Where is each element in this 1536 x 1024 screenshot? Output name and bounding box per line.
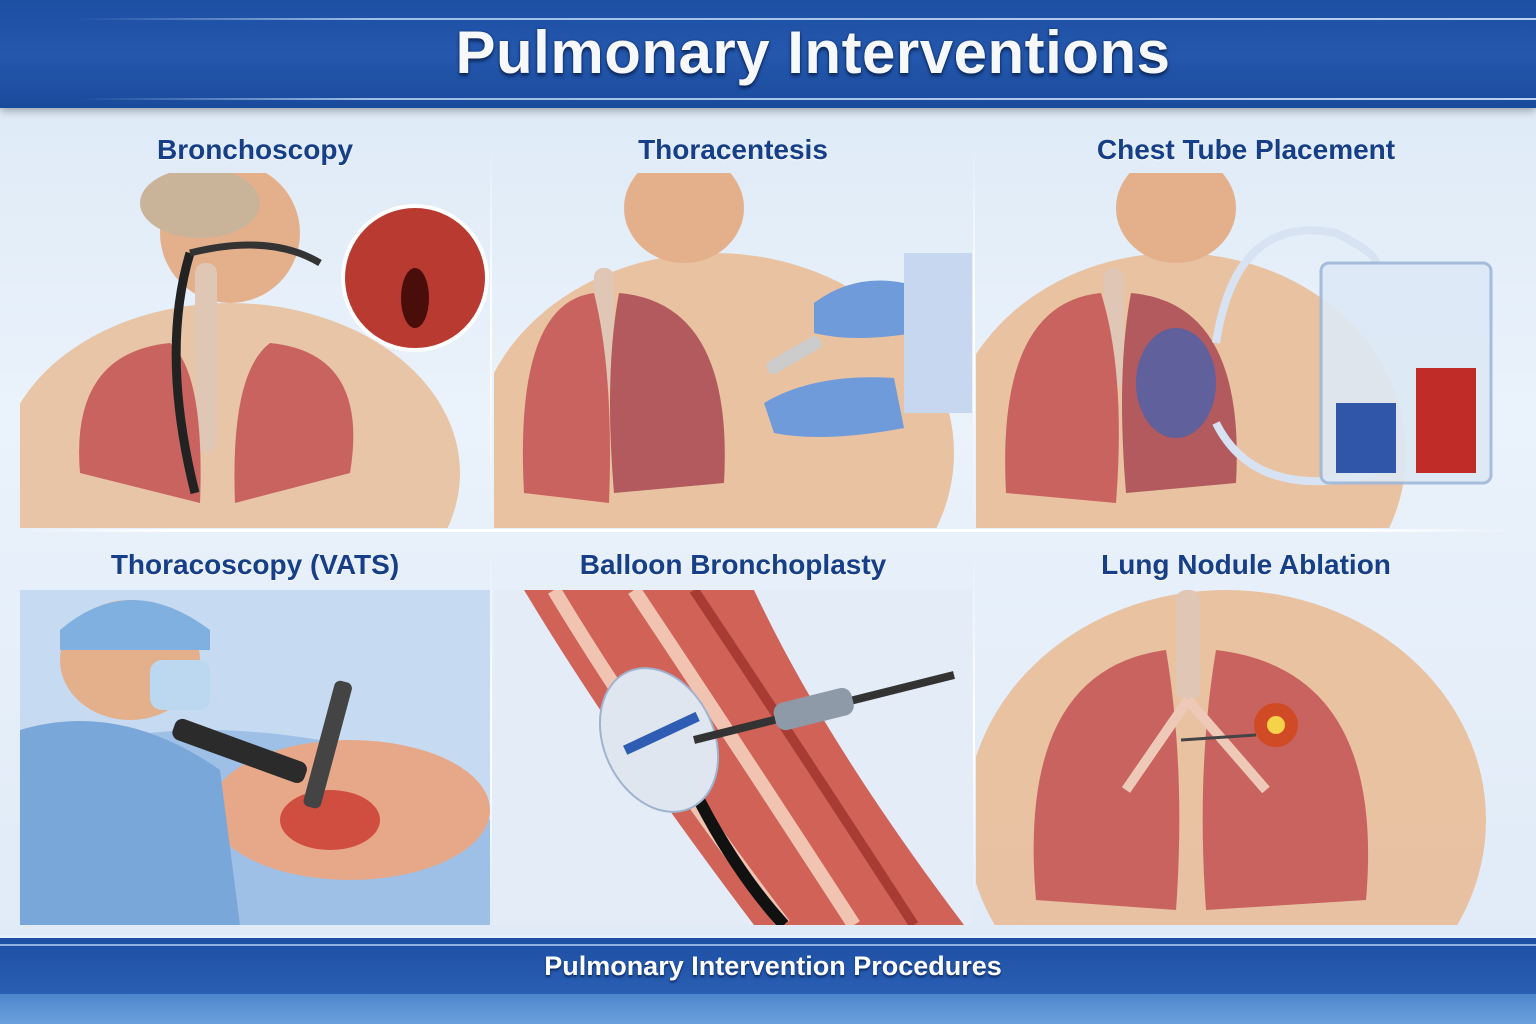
lung-nodule-ablation-illustration xyxy=(976,590,1516,925)
panel-title: Thoracentesis xyxy=(638,134,828,165)
panel-title: Balloon Bronchoplasty xyxy=(579,549,887,580)
panel-title: Bronchoscopy xyxy=(156,134,354,165)
row-divider xyxy=(20,529,1516,532)
divider xyxy=(973,550,975,920)
panel-title: Thoracoscopy (VATS) xyxy=(110,549,400,580)
panel-title: Lung Nodule Ablation xyxy=(1101,549,1391,580)
footer-banner: Pulmonary Intervention Procedures xyxy=(0,935,1536,997)
page-title: Pulmonary Interventions xyxy=(455,19,1171,86)
balloon-bronchoplasty-illustration xyxy=(494,590,972,925)
header-banner: Pulmonary Interventions xyxy=(0,0,1536,108)
header-line-top xyxy=(80,18,1536,20)
chest-tube-illustration xyxy=(976,173,1516,528)
bottom-band xyxy=(0,994,1536,1024)
panel-thoracoscopy: Thoracoscopy (VATS) xyxy=(20,535,490,925)
thoracentesis-illustration xyxy=(494,173,972,528)
header-line-bottom xyxy=(80,98,1536,100)
panel-title: Chest Tube Placement xyxy=(1096,134,1396,165)
panel-bronchoscopy: Bronchoscopy xyxy=(20,118,490,528)
panel-chest-tube: Chest Tube Placement xyxy=(976,118,1516,528)
panel-lung-nodule-ablation: Lung Nodule Ablation xyxy=(976,535,1516,925)
panel-thoracentesis: Thoracentesis xyxy=(494,118,972,528)
thoracoscopy-illustration xyxy=(20,590,490,925)
divider xyxy=(973,140,975,520)
footer-caption: Pulmonary Intervention Procedures xyxy=(544,951,1002,981)
footer-line xyxy=(0,944,1536,946)
panel-balloon-bronchoplasty: Balloon Bronchoplasty xyxy=(494,535,972,925)
divider xyxy=(490,550,492,920)
bronchoscopy-illustration xyxy=(20,173,490,528)
divider xyxy=(490,140,492,520)
